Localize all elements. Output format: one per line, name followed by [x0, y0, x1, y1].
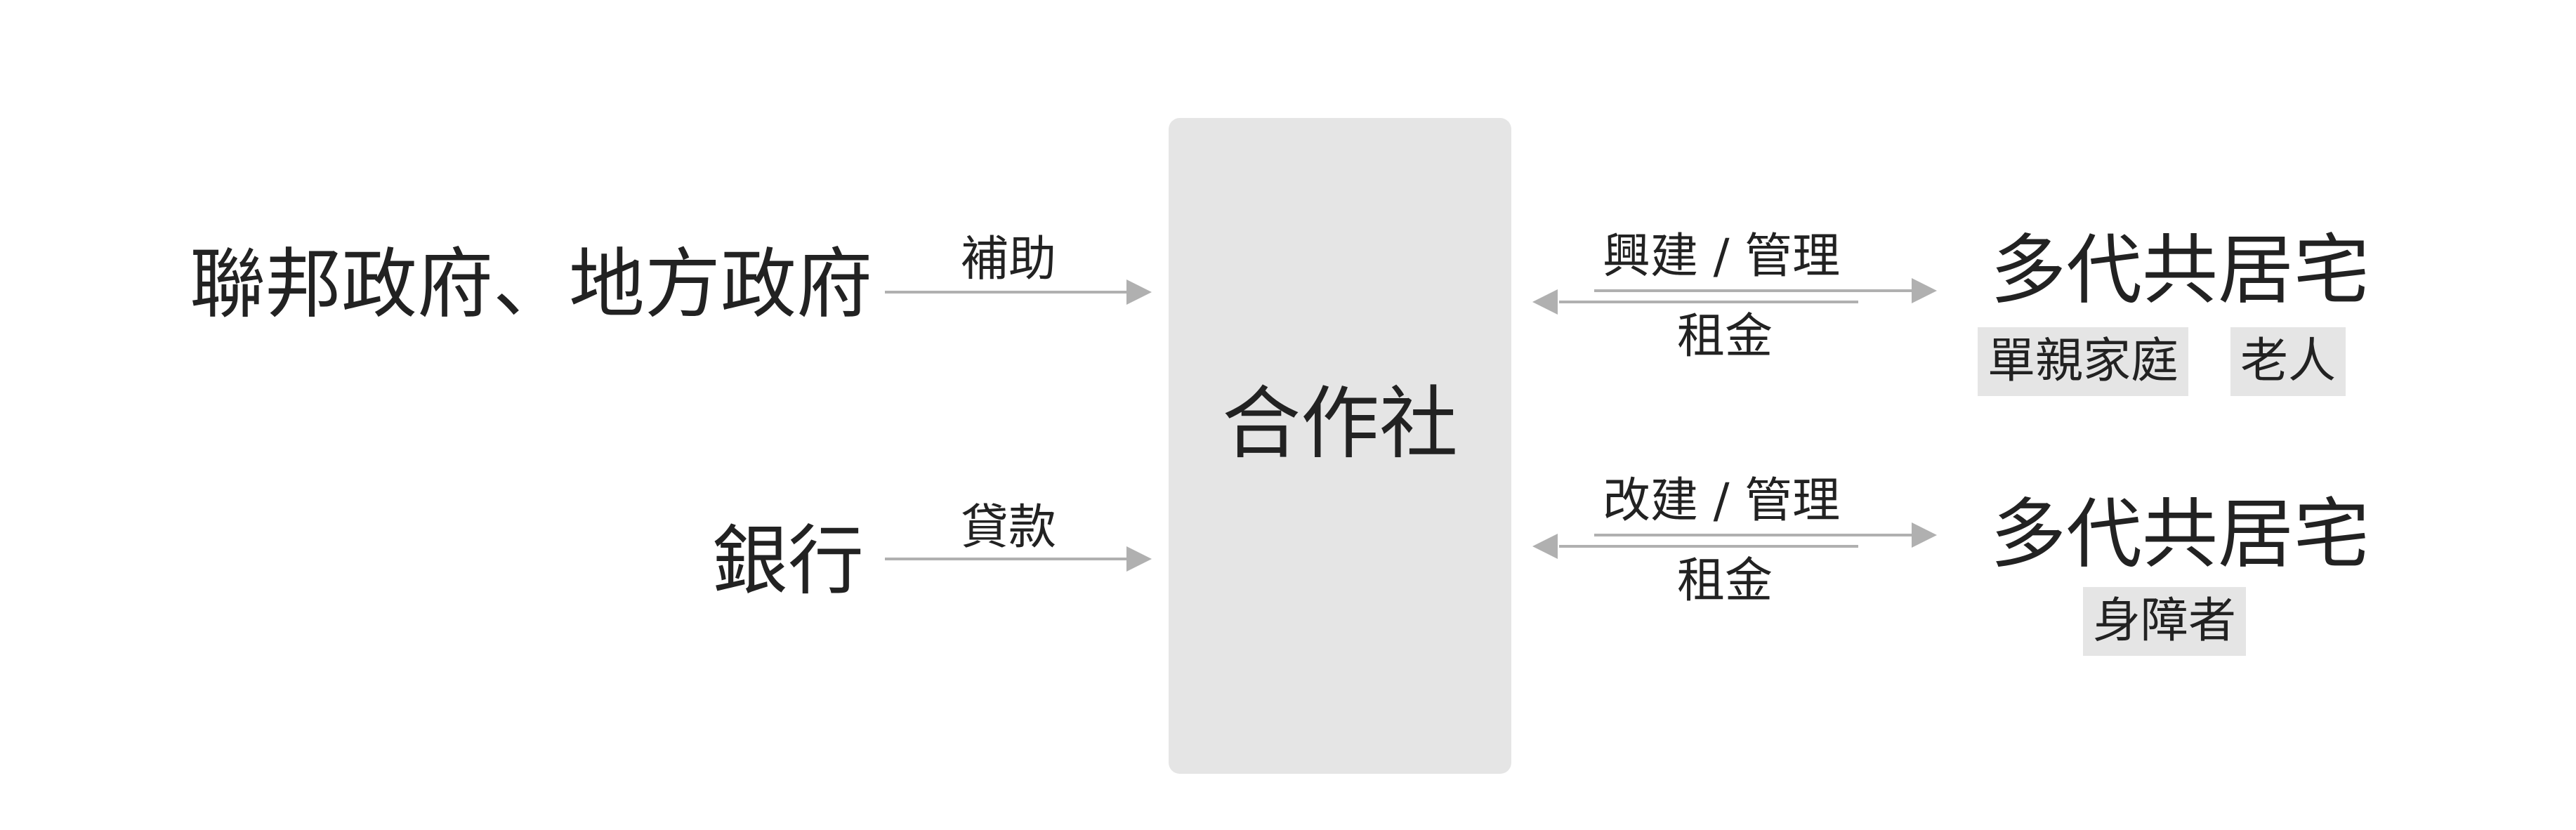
edge-label-rent-upper: 租金	[1677, 309, 1773, 364]
edge-label-loan: 貸款	[961, 500, 1057, 555]
tag-single-parent: 單親家庭	[1978, 327, 2189, 396]
arrow-subsidy	[885, 279, 1152, 305]
source-government: 聯邦政府、地方政府	[190, 241, 873, 329]
arrow-loan	[885, 546, 1152, 572]
cooperative-label: 合作社	[1222, 378, 1458, 470]
edge-label-build-manage: 興建 / 管理	[1603, 229, 1841, 284]
arrow-rebuild-manage	[1594, 522, 1937, 548]
arrow-rent-upper	[1532, 289, 1858, 315]
source-bank: 銀行	[711, 518, 864, 605]
edge-label-rebuild-manage: 改建 / 管理	[1603, 473, 1841, 529]
cooperative-box: 合作社	[1169, 118, 1511, 774]
arrow-build-manage	[1594, 278, 1937, 303]
tag-elderly: 老人	[2230, 327, 2346, 396]
target-housing-lower-title: 多代共居宅	[1990, 491, 2370, 579]
arrow-rent-lower	[1532, 534, 1858, 559]
edge-label-rent-lower: 租金	[1677, 553, 1773, 609]
tag-disabled: 身障者	[2083, 587, 2247, 656]
edge-label-subsidy: 補助	[961, 232, 1057, 287]
target-housing-upper-title: 多代共居宅	[1990, 227, 2370, 315]
